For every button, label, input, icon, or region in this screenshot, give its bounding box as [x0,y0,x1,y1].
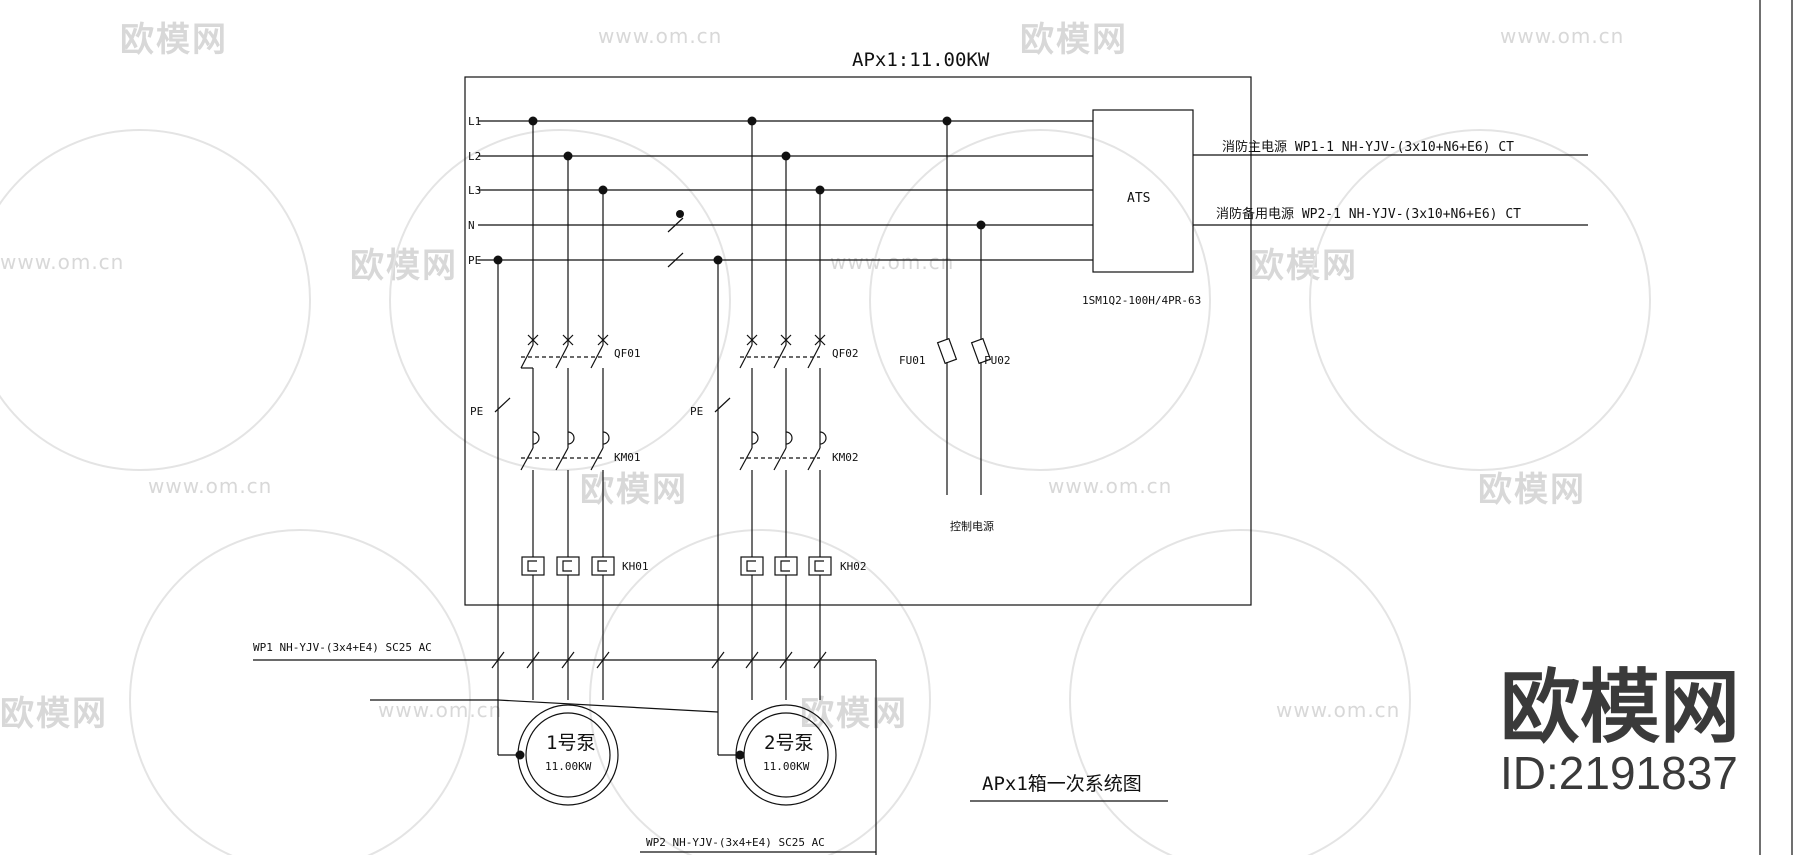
cable-wp2-label: WP2 NH-YJV-(3x4+E4) SC25 AC [646,836,825,849]
fuse-symbol [970,337,992,365]
bus-label-pe: PE [468,254,481,267]
pump2-outer-circle [735,704,837,806]
ats-label: ATS [1127,191,1150,206]
watermark-logo: 欧模网 [350,246,458,286]
thermal-relay [521,556,545,576]
watermark-url: www.om.cn [830,250,955,274]
watermark-url: www.om.cn [148,474,273,498]
km2-label: KM02 [832,451,859,464]
cable-wp1-label: WP1 NH-YJV-(3x4+E4) SC25 AC [253,641,432,654]
pump1-power: 11.00KW [545,760,592,773]
kh2-label: KH02 [840,560,867,573]
watermark-logo: 欧模网 [1478,470,1586,510]
watermark-url: www.om.cn [0,250,125,274]
watermark-logo: 欧模网 [1020,20,1128,60]
ats-model-label: 1SM1Q2-100H/4PR-63 [1082,294,1201,307]
fu2-label: FU02 [984,354,1011,367]
pump2-inner-circle [743,712,829,798]
pump1-outer-circle [517,704,619,806]
bus-label-l1: L1 [468,115,481,128]
fuse-symbol [936,337,958,365]
watermark-url: www.om.cn [1500,24,1625,48]
brand-logo: 欧模网 [1500,661,1740,754]
pump1-inner-circle [525,712,611,798]
thermal-relay [591,556,615,576]
watermark-url: www.om.cn [378,698,503,722]
main-feeder-label: 消防主电源 WP1-1 NH-YJV-(3x10+N6+E6) CT [1222,139,1514,155]
bus-label-l3: L3 [468,184,481,197]
backup-feeder-label: 消防备用电源 WP2-1 NH-YJV-(3x10+N6+E6) CT [1216,206,1521,222]
brand-id: ID:2191837 [1500,747,1738,799]
ats-box [1092,109,1194,273]
watermark-logo: 欧模网 [0,694,108,734]
km1-label: KM01 [614,451,641,464]
pump2-power: 11.00KW [763,760,810,773]
junction-dots [493,116,986,760]
control-power-label: 控制电源 [950,519,994,533]
watermark-url: www.om.cn [1048,474,1173,498]
diagram-caption: APx1箱一次系统图 [982,773,1142,795]
qf2-label: QF02 [832,347,859,360]
bus-label-l2: L2 [468,150,481,163]
qf1-label: QF01 [614,347,641,360]
background-arcs [0,129,1651,855]
pump2-name: 2号泵 [764,732,813,754]
brand-watermark: 欧模网 ID:2191837 [1500,668,1740,799]
watermark-url: www.om.cn [1276,698,1401,722]
fu1-label: FU01 [899,354,926,367]
watermark-logo: 欧模网 [1250,246,1358,286]
bus-label-n: N [468,219,475,232]
watermark-logo: 欧模网 [580,470,688,510]
kh1-label: KH01 [622,560,649,573]
enclosure-box [464,76,1252,606]
pump1-name: 1号泵 [546,732,595,754]
pe2-label: PE [690,405,703,418]
watermark-url: www.om.cn [598,24,723,48]
panel-title: APx1:11.00KW [852,49,990,71]
pe1-label: PE [470,405,483,418]
thermal-relay [556,556,580,576]
watermark-logo: 欧模网 [120,20,228,60]
